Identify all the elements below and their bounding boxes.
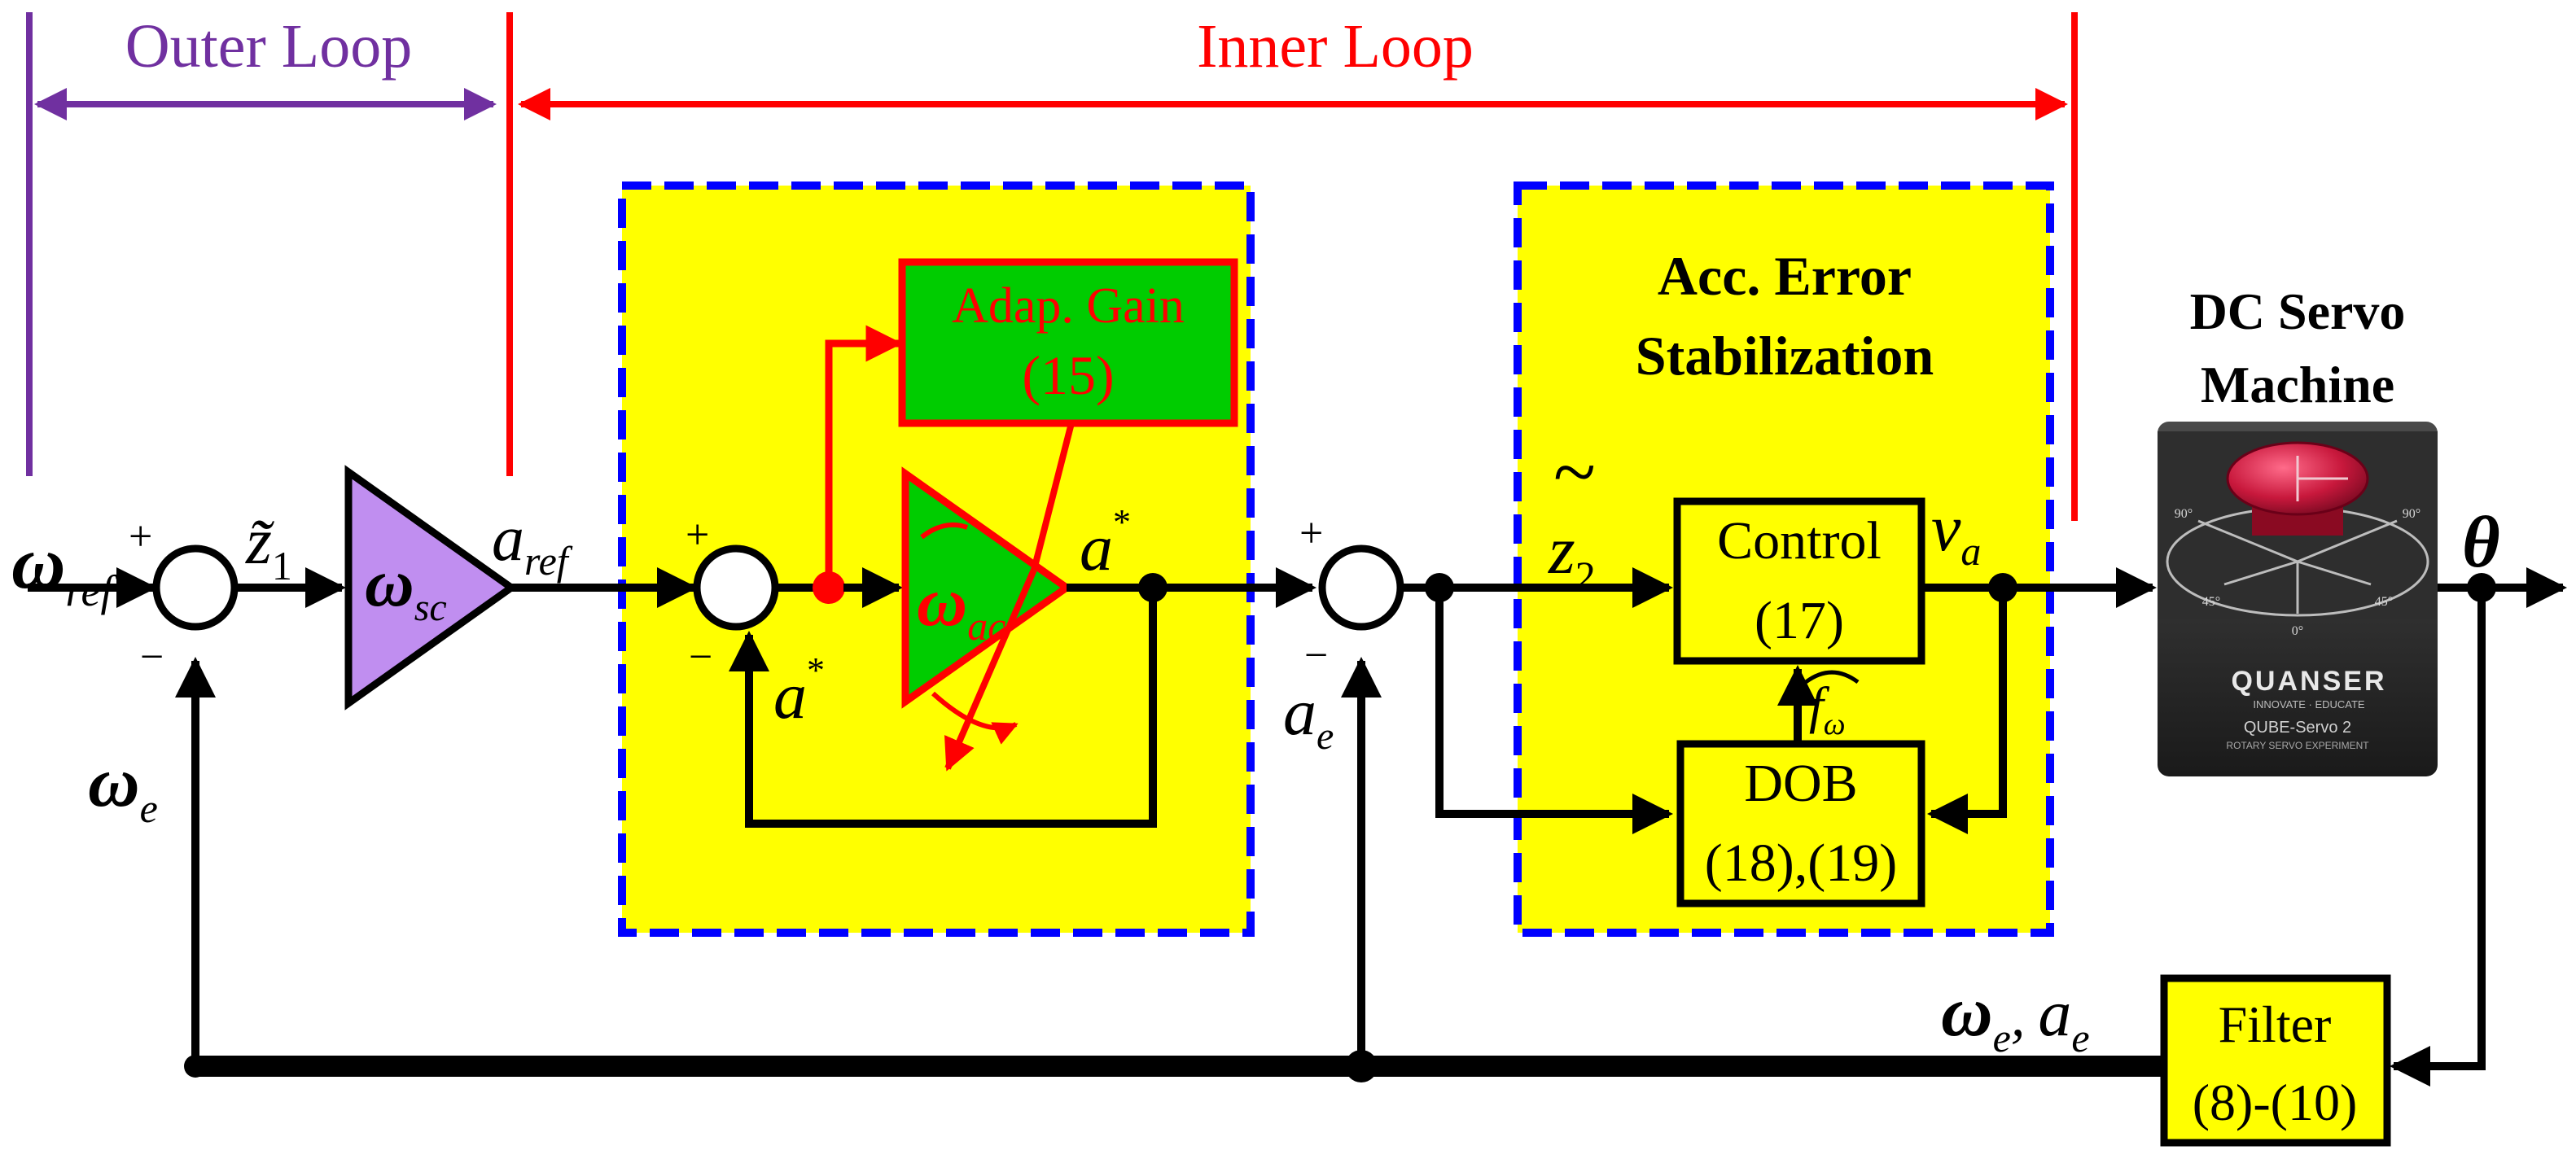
summing-junction-error (1318, 544, 1404, 631)
omega-e-label: ωe (88, 743, 158, 831)
dc-servo-title-line2: Machine (2201, 356, 2394, 413)
summing-junction-inner (693, 544, 779, 631)
dial-label: 45° (2375, 595, 2393, 609)
v-a-label: va (1931, 491, 1981, 574)
model-name: QUBE-Servo 2 (2244, 719, 2351, 737)
z1-label: z̃1 (245, 504, 292, 588)
control-block-equation: (17) (1755, 591, 1844, 650)
dob-block-title: DOB (1744, 754, 1857, 813)
a-star-feedback-label: a* (773, 650, 825, 732)
brand-logo-text: QUANSER (2231, 666, 2386, 697)
speed-controller-gain-block (344, 465, 518, 711)
adjustable-gain-arc (931, 691, 1019, 745)
minus-sign: − (689, 634, 712, 680)
model-subtitle: ROTARY SERVO EXPERIMENT (2226, 740, 2369, 751)
inner-loop-marker: Inner Loop (506, 12, 2078, 521)
ac-gain-label: ωac (917, 523, 1005, 649)
adaptation-signal-path (825, 325, 903, 575)
outer-loop-label: Outer Loop (125, 12, 412, 81)
adaptive-gain-title: Adap. Gain (952, 278, 1185, 334)
bus-junction-dot (184, 1055, 207, 1078)
acc-error-title-line1: Acc. Error (1658, 245, 1912, 307)
dob-block-equation: (18),(19) (1705, 833, 1897, 893)
adaptive-gain-output-line (1031, 422, 1075, 571)
dc-servo-photo: 90° 45° 0° 45° 90° QUANSER INNOVATE · ED… (2158, 422, 2438, 776)
va-to-dob-path (1927, 588, 2007, 834)
dial-label: 90° (2403, 507, 2420, 521)
outer-loop-marker: Outer Loop (26, 12, 497, 476)
brand-tagline: INNOVATE · EDUCATE (2253, 698, 2365, 711)
dob-block (1676, 740, 1925, 907)
a-star-feedback-path (729, 588, 1157, 828)
dc-servo-title-line1: DC Servo (2190, 282, 2406, 340)
control-block-title: Control (1717, 511, 1882, 571)
a-e-label: ae (1283, 675, 1334, 758)
theta-to-filter-path (2390, 588, 2486, 1087)
dial-label: 45° (2202, 595, 2220, 609)
sc-gain-label: ωsc (365, 545, 447, 629)
filter-block-equation: (8)-(10) (2193, 1074, 2358, 1131)
summing-junction-outer (152, 544, 239, 631)
adaptive-gain-equation: (15) (1022, 344, 1114, 406)
a-star-output-label: a* (1080, 502, 1131, 584)
feedback-signals-label: ωe,ae (1941, 973, 2090, 1060)
bus-junction-dot (1345, 1050, 1378, 1082)
svg-text:ωac: ωac (917, 562, 1005, 649)
minus-sign: − (1304, 632, 1328, 679)
adaptive-acceleration-gain-block (901, 466, 1073, 709)
theta-label: θ (2462, 502, 2500, 583)
plus-sign: + (1299, 510, 1323, 557)
filter-block-title: Filter (2219, 995, 2332, 1053)
plus-sign: + (129, 514, 152, 560)
z2-to-dob-path (1435, 588, 1673, 834)
dial-label: 90° (2175, 507, 2193, 521)
adaptation-pickoff-dot (813, 571, 845, 604)
dial-label: 0° (2292, 624, 2303, 638)
svg-text:z2: z2 (1548, 513, 1596, 598)
adjustable-gain-arrow (944, 568, 1037, 772)
z2-tilde-label: ~ z2 (1548, 428, 1596, 598)
control-block (1673, 497, 1925, 665)
filter-block (2160, 974, 2391, 1147)
omega-ref-label: ωref (11, 521, 119, 615)
minus-sign: − (140, 634, 164, 680)
a-ref-label: aref (492, 503, 573, 584)
svg-text:~: ~ (1553, 428, 1596, 515)
inner-loop-label: Inner Loop (1197, 12, 1474, 81)
acc-error-title-line2: Stabilization (1636, 325, 1934, 387)
plus-sign: + (686, 512, 709, 558)
